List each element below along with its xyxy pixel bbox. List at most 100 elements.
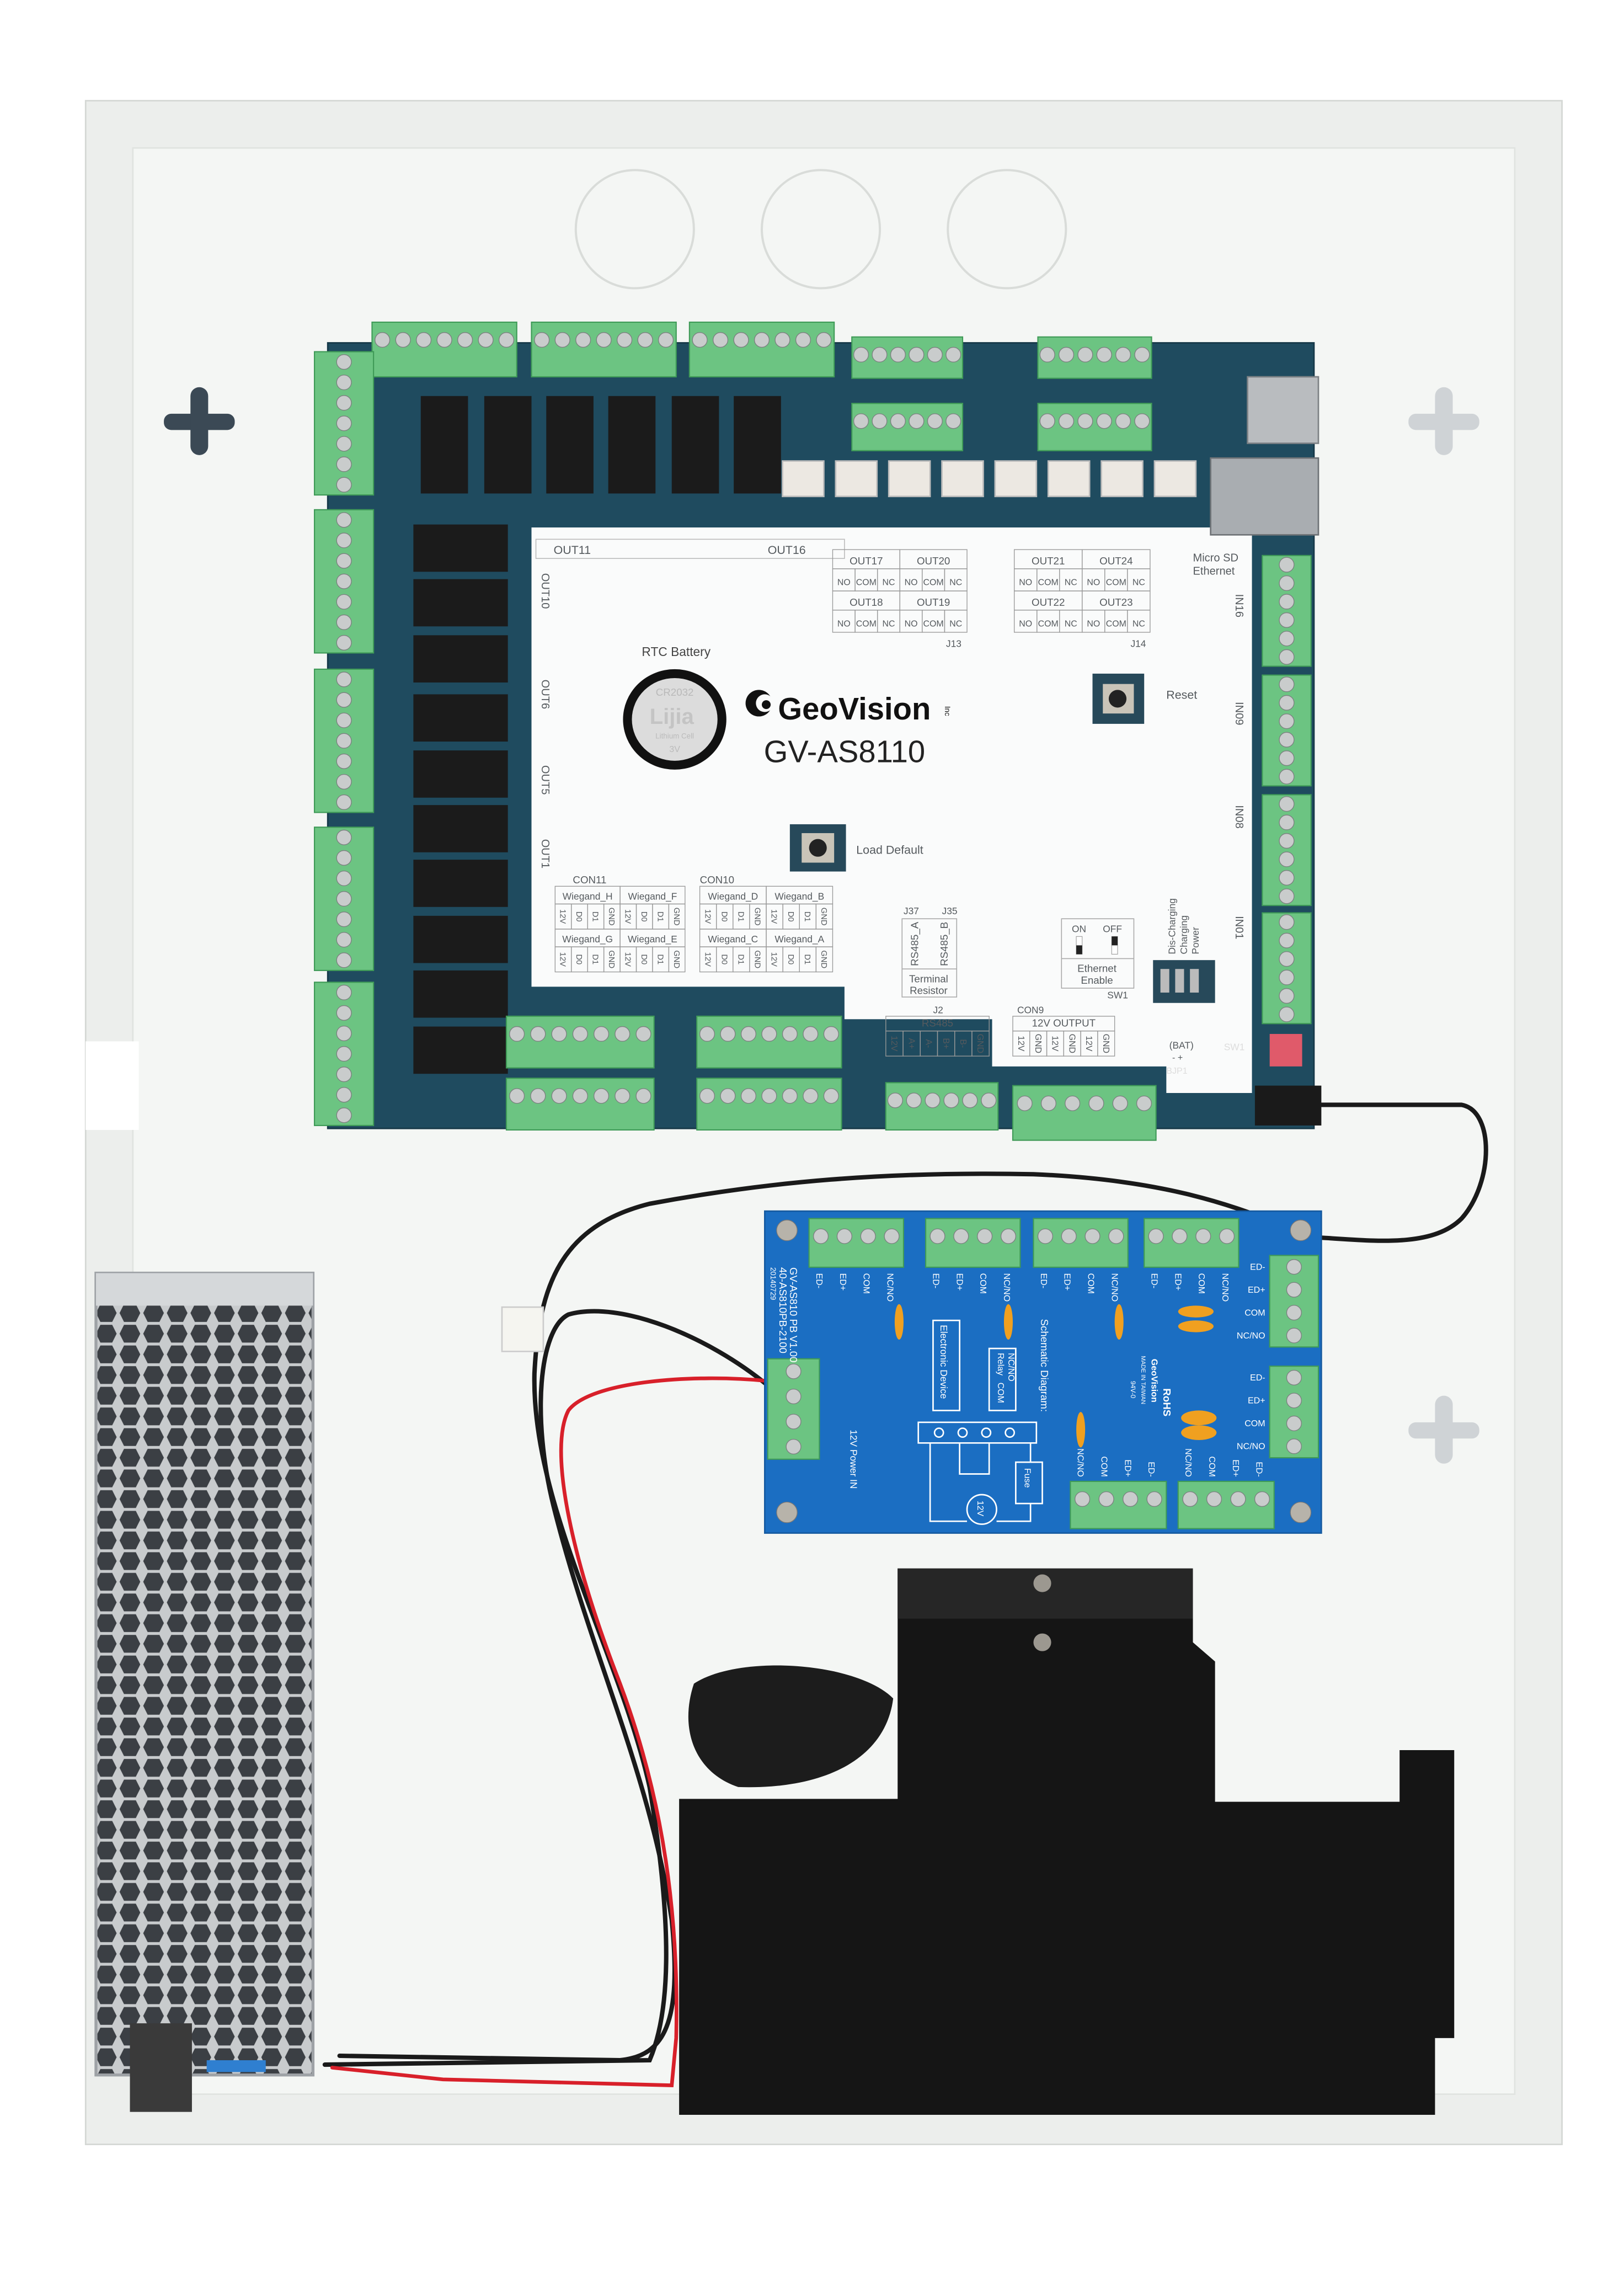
screw-terminal[interactable] xyxy=(336,952,352,968)
screw-terminal[interactable] xyxy=(740,1026,756,1042)
screw-terminal[interactable] xyxy=(1279,870,1295,886)
screw-terminal[interactable] xyxy=(593,1088,610,1104)
screw-terminal[interactable] xyxy=(336,984,352,1000)
screw-terminal[interactable] xyxy=(1279,888,1295,904)
screw-terminal[interactable] xyxy=(635,1026,651,1042)
screw-terminal[interactable] xyxy=(929,1228,945,1244)
screw-terminal[interactable] xyxy=(733,332,749,348)
terminal-block[interactable] xyxy=(1037,336,1152,379)
screw-terminal[interactable] xyxy=(740,1088,756,1104)
screw-terminal[interactable] xyxy=(416,332,432,348)
screw-terminal[interactable] xyxy=(1037,1228,1053,1244)
micro-sd-slot[interactable] xyxy=(1247,376,1319,444)
screw-terminal[interactable] xyxy=(336,532,352,548)
screw-terminal[interactable] xyxy=(816,332,832,348)
terminal-block[interactable] xyxy=(313,827,375,971)
screw-terminal[interactable] xyxy=(890,413,906,429)
screw-terminal[interactable] xyxy=(945,413,961,429)
screw-terminal[interactable] xyxy=(1112,1095,1128,1111)
screw-terminal[interactable] xyxy=(720,1088,736,1104)
screw-terminal[interactable] xyxy=(927,413,943,429)
screw-terminal[interactable] xyxy=(1040,1095,1056,1111)
screw-terminal[interactable] xyxy=(551,1026,567,1042)
screw-terminal[interactable] xyxy=(1146,1491,1162,1507)
screw-terminal[interactable] xyxy=(699,1026,715,1042)
terminal-block[interactable] xyxy=(1269,1366,1319,1459)
screw-terminal[interactable] xyxy=(530,1088,546,1104)
terminal-block[interactable] xyxy=(925,1218,1021,1268)
ethernet-port[interactable] xyxy=(1210,457,1319,536)
screw-terminal[interactable] xyxy=(336,456,352,472)
screw-terminal[interactable] xyxy=(1279,713,1295,729)
screw-terminal[interactable] xyxy=(336,594,352,610)
screw-terminal[interactable] xyxy=(336,829,352,845)
screw-terminal[interactable] xyxy=(1088,1095,1104,1111)
screw-terminal[interactable] xyxy=(1286,1259,1302,1275)
terminal-block[interactable] xyxy=(505,1015,655,1069)
screw-terminal[interactable] xyxy=(336,375,352,391)
screw-terminal[interactable] xyxy=(981,1092,997,1108)
screw-terminal[interactable] xyxy=(336,436,352,452)
reset-button[interactable] xyxy=(1092,673,1145,724)
screw-terminal[interactable] xyxy=(720,1026,736,1042)
terminal-block[interactable] xyxy=(696,1015,842,1069)
screw-terminal[interactable] xyxy=(761,1026,777,1042)
screw-terminal[interactable] xyxy=(872,346,888,362)
screw-terminal[interactable] xyxy=(1279,732,1295,748)
screw-terminal[interactable] xyxy=(906,1092,922,1108)
screw-terminal[interactable] xyxy=(1254,1491,1270,1507)
screw-terminal[interactable] xyxy=(860,1228,876,1244)
screw-terminal[interactable] xyxy=(658,332,674,348)
terminal-block[interactable] xyxy=(1177,1480,1275,1529)
terminal-block[interactable] xyxy=(851,403,964,451)
screw-terminal[interactable] xyxy=(336,692,352,708)
screw-terminal[interactable] xyxy=(336,1005,352,1021)
terminal-block[interactable] xyxy=(313,509,375,654)
screw-terminal[interactable] xyxy=(1279,814,1295,830)
screw-terminal[interactable] xyxy=(1148,1228,1164,1244)
screw-terminal[interactable] xyxy=(1123,1491,1139,1507)
screw-terminal[interactable] xyxy=(1134,413,1150,429)
screw-terminal[interactable] xyxy=(336,635,352,651)
terminal-block[interactable] xyxy=(767,1358,820,1460)
screw-terminal[interactable] xyxy=(813,1228,829,1244)
screw-terminal[interactable] xyxy=(1279,649,1295,665)
terminal-block[interactable] xyxy=(688,321,835,378)
screw-terminal[interactable] xyxy=(803,1088,819,1104)
screw-terminal[interactable] xyxy=(336,753,352,769)
screw-terminal[interactable] xyxy=(554,332,570,348)
screw-terminal[interactable] xyxy=(1134,346,1150,362)
screw-terminal[interactable] xyxy=(596,332,612,348)
screw-terminal[interactable] xyxy=(1077,413,1093,429)
load-default-button[interactable] xyxy=(789,824,846,872)
screw-terminal[interactable] xyxy=(575,332,591,348)
terminal-block[interactable] xyxy=(505,1078,655,1131)
screw-terminal[interactable] xyxy=(637,332,653,348)
screw-terminal[interactable] xyxy=(336,553,352,569)
screw-terminal[interactable] xyxy=(925,1092,941,1108)
screw-terminal[interactable] xyxy=(498,332,515,348)
screw-terminal[interactable] xyxy=(1075,1491,1091,1507)
terminal-block[interactable] xyxy=(313,668,375,813)
terminal-block[interactable] xyxy=(1269,1255,1319,1348)
screw-terminal[interactable] xyxy=(977,1228,993,1244)
screw-terminal[interactable] xyxy=(890,346,906,362)
screw-terminal[interactable] xyxy=(1279,594,1295,610)
screw-terminal[interactable] xyxy=(1039,413,1055,429)
screw-terminal[interactable] xyxy=(615,1088,631,1104)
screw-terminal[interactable] xyxy=(1017,1095,1033,1111)
screw-terminal[interactable] xyxy=(336,395,352,411)
terminal-block[interactable] xyxy=(1262,794,1312,907)
screw-terminal[interactable] xyxy=(1279,695,1295,711)
screw-terminal[interactable] xyxy=(1279,988,1295,1004)
screw-terminal[interactable] xyxy=(782,1026,798,1042)
screw-terminal[interactable] xyxy=(962,1092,978,1108)
screw-terminal[interactable] xyxy=(1195,1228,1211,1244)
screw-terminal[interactable] xyxy=(1182,1491,1198,1507)
terminal-block[interactable] xyxy=(696,1078,842,1131)
screw-terminal[interactable] xyxy=(635,1088,651,1104)
screw-terminal[interactable] xyxy=(336,1046,352,1062)
screw-terminal[interactable] xyxy=(1279,932,1295,948)
screw-terminal[interactable] xyxy=(375,332,391,348)
screw-terminal[interactable] xyxy=(754,332,770,348)
